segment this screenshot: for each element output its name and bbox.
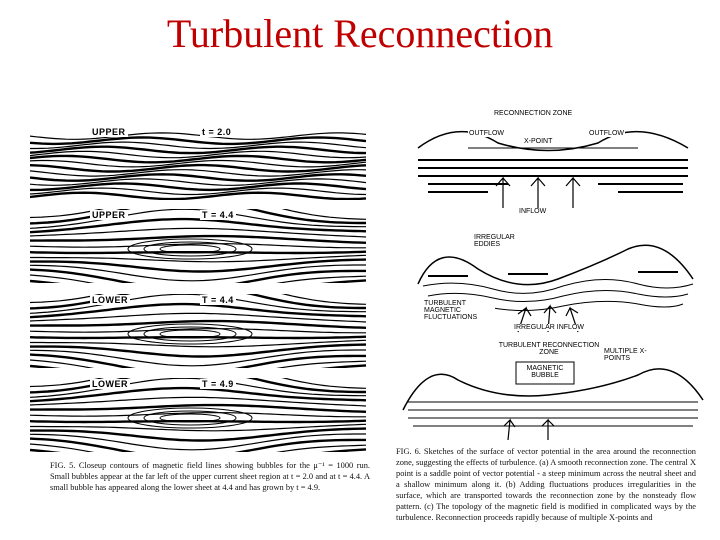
turbulent-fluctuations-sketch [417, 244, 694, 333]
contour-line [30, 274, 367, 283]
contour-line [30, 339, 367, 348]
contour-panel-1: UPPER t = 2.0 [30, 126, 370, 200]
sketch-panel-b: IRREGULAR EDDIES TURBULENT MAGNETIC FLUC… [398, 224, 710, 339]
contour-line [30, 378, 366, 398]
contour-line [30, 254, 367, 263]
panel-1-time: t = 2.0 [200, 127, 234, 137]
contour-line [30, 178, 367, 186]
contour-panel-4: LOWER T = 4.9 [30, 378, 370, 452]
contour-line [30, 258, 367, 273]
contour-line [30, 353, 366, 368]
smooth-reconnection-sketch [417, 130, 689, 208]
contour-line [30, 403, 367, 413]
contour-line [30, 343, 367, 358]
contour-line [30, 227, 367, 238]
contour-line [30, 302, 367, 319]
panel-a-x-label: X-POINT [523, 138, 554, 145]
contour-line [30, 191, 367, 200]
contour-plot-upper-t2 [30, 132, 367, 200]
contour-loop [127, 407, 253, 429]
contour-line [30, 182, 367, 192]
fig5-caption: FIG. 5. Closeup contours of magnetic fie… [50, 461, 370, 492]
panel-a-right-label: OUTFLOW [588, 130, 625, 137]
contour-line [30, 154, 367, 164]
slide-title: Turbulent Reconnection [166, 11, 554, 56]
panel-b-bottom-label: IRREGULAR INFLOW [513, 324, 586, 331]
panel-3-region: LOWER [90, 295, 130, 305]
contour-line [30, 169, 367, 177]
contour-line [30, 433, 366, 451]
panel-c-right-label: MULTIPLE X-POINTS [603, 348, 650, 362]
panel-c-bubble-label: MAGNETIC BUBBLE [518, 365, 572, 379]
contour-line [30, 412, 366, 418]
fig6-caption: FIG. 6. Sketches of the surface of vecto… [396, 447, 696, 522]
contour-loop [143, 410, 237, 426]
contour-line [30, 359, 367, 368]
panel-c-zone-label: TURBULENT RECONNECTION ZONE [488, 342, 610, 356]
contour-line [30, 250, 367, 255]
panel-1-region: UPPER [90, 127, 128, 137]
panel-2-time: T = 4.4 [200, 210, 236, 220]
contour-line [30, 163, 367, 173]
contour-line [30, 234, 367, 244]
contour-loop [159, 329, 221, 339]
contour-line [30, 187, 367, 196]
contour-line [30, 396, 367, 407]
panel-4-time: T = 4.9 [200, 379, 236, 389]
contour-line [30, 209, 367, 220]
contour-line [30, 294, 366, 314]
contour-loop [127, 238, 253, 260]
contour-line [30, 349, 366, 367]
contour-line [30, 217, 367, 234]
panel-4-region: LOWER [90, 379, 130, 389]
contour-plot-upper-t44 [30, 209, 367, 283]
panel-b-left-label: TURBULENT MAGNETIC FLUCTUATIONS [423, 300, 495, 321]
contour-line [30, 150, 367, 159]
contour-line [30, 443, 367, 452]
contour-line [30, 141, 367, 150]
contour-line [30, 209, 366, 229]
sketch-panel-a: RECONNECTION ZONE OUTFLOW OUTFLOW X-POIN… [398, 108, 710, 220]
contour-loop [127, 323, 253, 345]
contour-line [30, 386, 367, 403]
contour-line [30, 319, 367, 329]
contour-plot-lower-t49 [30, 378, 367, 452]
contour-loop [159, 413, 221, 423]
panel-a-left-label: OUTFLOW [468, 130, 505, 137]
contour-line [30, 159, 367, 168]
panel-a-zone-label: RECONNECTION ZONE [493, 110, 574, 117]
contour-line [30, 243, 366, 249]
panel-a-inflow-label: INFLOW [518, 208, 548, 215]
contour-panel-3: LOWER T = 4.4 [30, 294, 370, 368]
contour-line [30, 136, 367, 146]
contour-plot-lower-t44 [30, 294, 367, 368]
contour-line [30, 294, 367, 305]
contour-line [30, 209, 366, 225]
contour-line [30, 427, 367, 442]
contour-line [30, 173, 367, 182]
contour-line [30, 423, 367, 432]
contour-line [30, 132, 367, 140]
contour-line [30, 378, 366, 394]
contour-line [30, 268, 366, 283]
contour-line [30, 328, 366, 334]
panel-b-top-label: IRREGULAR EDDIES [473, 234, 525, 248]
contour-line [30, 437, 366, 452]
panel-2-region: UPPER [90, 210, 128, 220]
contour-line [30, 264, 366, 282]
contour-line [30, 335, 367, 340]
contour-loop [143, 326, 237, 342]
contour-panel-2: UPPER T = 4.4 [30, 209, 370, 283]
contour-line [30, 419, 367, 424]
contour-line [30, 294, 366, 310]
contour-line [30, 312, 367, 323]
contour-loop [159, 244, 221, 254]
sketch-panel-c: TURBULENT RECONNECTION ZONE MULTIPLE X-P… [398, 340, 710, 441]
contour-line [30, 145, 367, 155]
contour-line [30, 378, 367, 389]
contour-loop [143, 241, 237, 257]
panel-3-time: T = 4.4 [200, 295, 236, 305]
